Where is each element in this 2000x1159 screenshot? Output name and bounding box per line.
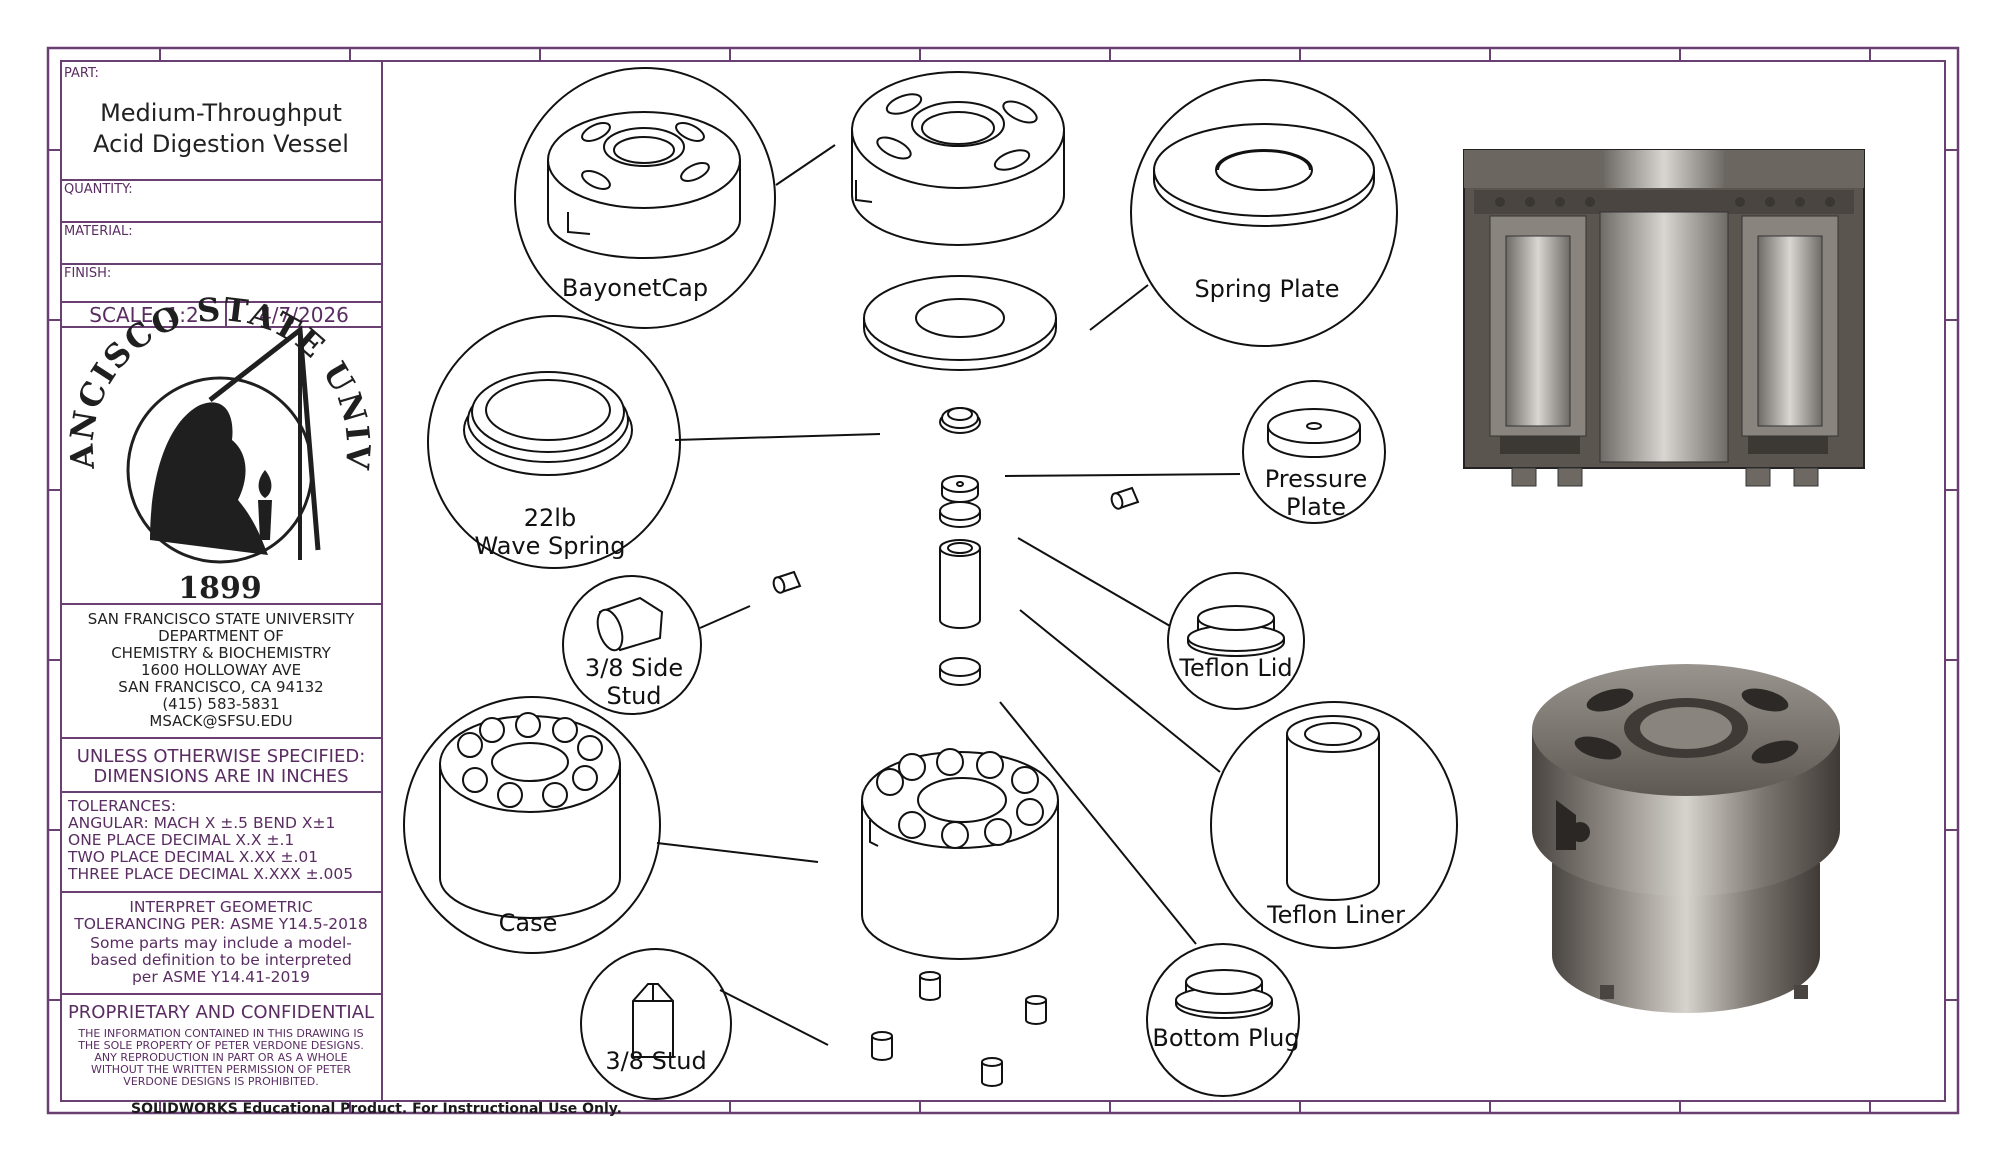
part-stud-3 [871, 1031, 893, 1061]
label-wave-spring-line2: Wave Spring [475, 532, 626, 560]
svg-text:ANY REPRODUCTION IN PART OR A: ANY REPRODUCTION IN PART OR AS A WHOLE [94, 1051, 347, 1064]
unless-line2: DIMENSIONS ARE IN INCHES [93, 766, 348, 787]
svg-text:based definition to be interpr: based definition to be interpreted [90, 951, 351, 969]
part-case [861, 748, 1059, 960]
part-stud-2 [1025, 995, 1047, 1025]
unless-line1: UNLESS OTHERWISE SPECIFIED: [77, 746, 366, 767]
svg-text:THREE PLACE DECIMAL X.XXX ±.: THREE PLACE DECIMAL X.XXX ±.005 [67, 865, 353, 883]
svg-text:1600 HOLLOWAY AVE: 1600 HOLLOWAY AVE [141, 661, 301, 679]
svg-text:INTERPRET GEOMETRIC: INTERPRET GEOMETRIC [129, 898, 312, 916]
callout-side-stud: 3/8 Side Stud [562, 575, 702, 715]
svg-text:WITHOUT THE WRITTEN PERMISSION: WITHOUT THE WRITTEN PERMISSION OF PETER [91, 1063, 351, 1076]
label-bayonet-cap: BayonetCap [562, 274, 708, 302]
part-bottom-plug [939, 657, 981, 686]
callout-bottom-plug: Bottom Plug [1146, 943, 1300, 1097]
part-label: PART: [64, 66, 99, 81]
callout-teflon-liner: Teflon Liner [1210, 701, 1458, 949]
callout-stud: 3/8 Stud [580, 948, 732, 1100]
label-pressure-plate-line1: Pressure [1265, 465, 1367, 493]
callout-case: Case [403, 696, 661, 954]
tolerances-block: TOLERANCES: ANGULAR: MACH X ±.5 BEND X±1… [67, 797, 353, 883]
label-spring-plate: Spring Plate [1194, 275, 1339, 303]
callout-wave-spring: 22lb Wave Spring [427, 315, 681, 569]
part-wave-spring [939, 407, 981, 434]
gdt-block: INTERPRET GEOMETRIC TOLERANCING PER: ASM… [73, 898, 368, 986]
sheet-border [46, 46, 1960, 1115]
part-side-stud-left [772, 570, 802, 594]
part-pressure-plate [939, 475, 981, 528]
svg-text:MSACK@SFSU.EDU: MSACK@SFSU.EDU [149, 712, 292, 730]
svg-text:ANGULAR: MACH X ±.5 BEND X±: ANGULAR: MACH X ±.5 BEND X±1 [68, 814, 335, 832]
svg-text:DEPARTMENT OF: DEPARTMENT OF [158, 627, 284, 645]
part-stud-1 [919, 971, 941, 1001]
label-pressure-plate-line2: Plate [1286, 493, 1346, 521]
material-label: MATERIAL: [64, 224, 133, 239]
label-side-stud-line1: 3/8 Side [585, 654, 683, 682]
part-teflon-liner [939, 539, 981, 629]
svg-text:SAN FRANCISCO STATE UNIVERSITY: SAN FRANCISCO STATE UNIVERSITY [88, 610, 355, 628]
label-side-stud-line2: Stud [606, 682, 661, 710]
svg-text:per ASME Y14.41-2019: per ASME Y14.41-2019 [132, 968, 310, 986]
label-case: Case [499, 909, 558, 937]
proprietary-text: THE INFORMATION CONTAINED IN THIS DRAWIN… [77, 1027, 364, 1088]
part-side-stud-right [1110, 486, 1140, 510]
svg-text:Some parts may include a model: Some parts may include a model- [90, 934, 352, 952]
svg-text:VERDONE DESIGNS IS PROHIBITED.: VERDONE DESIGNS IS PROHIBITED. [123, 1075, 318, 1088]
callout-pressure-plate: Pressure Plate [1242, 380, 1386, 524]
label-wave-spring-line1: 22lb [524, 504, 576, 532]
seal-year: 1899 [178, 571, 262, 606]
part-stud-4 [981, 1057, 1003, 1087]
section-view [1463, 149, 1865, 487]
svg-text:ONE PLACE DECIMAL X.X ±.1: ONE PLACE DECIMAL X.X ±.1 [68, 831, 294, 849]
label-teflon-lid: Teflon Lid [1178, 654, 1292, 682]
quantity-label: QUANTITY: [64, 182, 133, 197]
svg-text:CHEMISTRY & BIOCHEMISTRY: CHEMISTRY & BIOCHEMISTRY [111, 644, 331, 662]
svg-text:THE SOLE PROPERTY OF PETER VER: THE SOLE PROPERTY OF PETER VERDONE DESIG… [77, 1039, 364, 1052]
isometric-render [1532, 664, 1840, 1013]
svg-text:THE INFORMATION CONTAINED IN T: THE INFORMATION CONTAINED IN THIS DRAWIN… [77, 1027, 363, 1040]
label-teflon-liner: Teflon Liner [1266, 901, 1405, 929]
proprietary-title: PROPRIETARY AND CONFIDENTIAL [68, 1002, 374, 1023]
leader-lines [656, 144, 1241, 1046]
part-spring-plate [863, 275, 1057, 371]
part-name-line1: Medium-Throughput [100, 99, 342, 127]
svg-text:TWO PLACE DECIMAL X.XX ±.01: TWO PLACE DECIMAL X.XX ±.01 [67, 848, 318, 866]
label-stud: 3/8 Stud [605, 1047, 706, 1075]
callout-teflon-lid: Teflon Lid [1167, 572, 1305, 710]
part-bayonet-cap [851, 71, 1065, 246]
address-block: SAN FRANCISCO STATE UNIVERSITY DEPARTMEN… [88, 610, 355, 730]
svg-text:(415) 583-5831: (415) 583-5831 [162, 695, 279, 713]
solidworks-footer-note: SOLIDWORKS Educational Product. For Inst… [131, 1101, 622, 1117]
finish-label: FINISH: [64, 266, 111, 281]
svg-text:TOLERANCES:: TOLERANCES: [67, 797, 176, 815]
part-name-line2: Acid Digestion Vessel [93, 130, 349, 158]
callout-bayonet-cap: BayonetCap [514, 67, 776, 329]
callout-spring-plate: Spring Plate [1130, 79, 1398, 347]
svg-text:TOLERANCING PER: ASME Y14.5-20: TOLERANCING PER: ASME Y14.5-2018 [73, 915, 368, 933]
label-bottom-plug: Bottom Plug [1152, 1024, 1299, 1052]
scale-value: SCALE: 1:2 [89, 303, 198, 327]
svg-text:SAN FRANCISCO, CA 94132: SAN FRANCISCO, CA 94132 [118, 678, 323, 696]
exploded-assembly [772, 71, 1140, 1087]
date-value: 4/7/2026 [259, 303, 349, 327]
title-block: PART: Medium-Throughput Acid Digestion V… [0, 0, 383, 1102]
